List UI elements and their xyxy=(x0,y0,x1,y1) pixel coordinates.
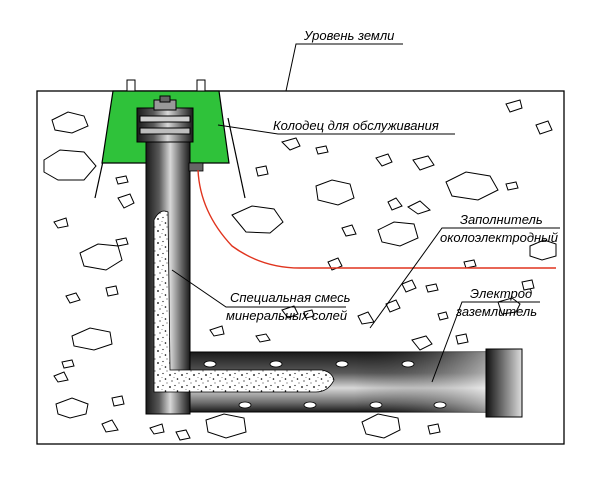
label-service-well: Колодец для обслуживания xyxy=(273,118,439,133)
label-ground-level: Уровень земли xyxy=(303,28,394,43)
leader-lines xyxy=(171,43,560,383)
soil-stones xyxy=(43,99,557,441)
ground-wire xyxy=(197,169,556,269)
well-lid-handles xyxy=(126,79,206,92)
riser-head xyxy=(136,95,194,143)
label-filler-line2: околоэлектродный xyxy=(440,230,558,245)
label-filler-line1: Заполнитель xyxy=(460,212,543,227)
label-special-mix-line1: Специальная смесь xyxy=(230,290,351,305)
electrode-end-cap xyxy=(485,348,523,418)
wire-terminal xyxy=(188,162,204,172)
label-special-mix-line2: минеральных солей xyxy=(226,308,347,323)
mineral-salt-mix xyxy=(153,210,335,393)
electrode-perforations xyxy=(203,360,447,409)
label-electrode-line1: Электрод xyxy=(470,286,532,301)
label-electrode-line2: заземлитель xyxy=(455,304,537,319)
